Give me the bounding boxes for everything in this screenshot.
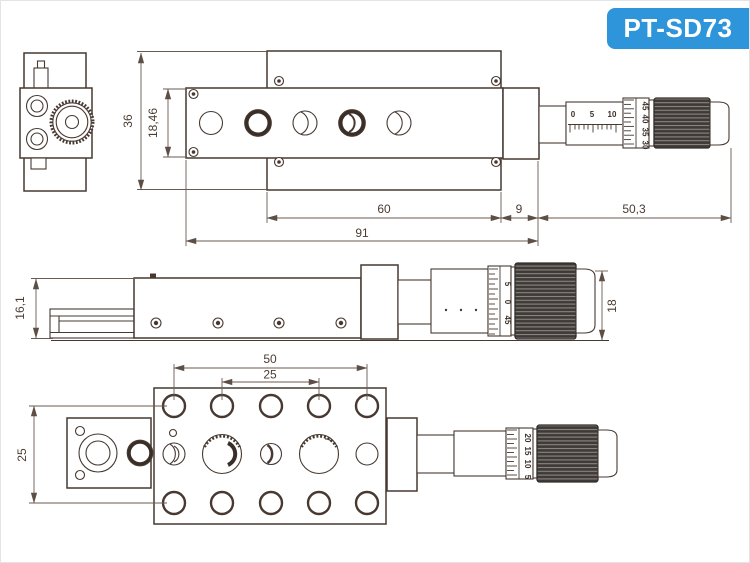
side-view-dimensions: 16,1 18 [13,270,619,341]
end-view-knob-icon [49,99,95,145]
side-view-body [133,277,362,339]
thimble-number: 0 [503,300,512,305]
thimble-number: 20 [523,434,532,443]
top-view-knurled-knob [653,97,711,149]
dim-base-height: 36 [121,114,135,128]
bottom-view-knurled-knob [536,424,599,483]
bottom-view-side-plate [66,417,152,489]
dim-platform-width: 18,46 [146,108,160,138]
thimble-number: 5 [503,282,512,287]
side-view-micrometer-mount [360,264,399,340]
bottom-view-spindle [416,434,455,474]
dim-stage-height: 16,1 [13,296,27,320]
dim-mount-offset: 9 [516,202,523,216]
dim-hole-span-inner: 25 [263,368,277,382]
thimble-number: 10 [523,460,532,469]
thimble-number: 40 [641,115,650,124]
top-view-spindle [538,105,567,144]
side-view-screws [150,317,347,329]
bottom-view-micrometer-mount [386,417,418,492]
thimble-number: 5 [523,475,532,480]
thimble-number: 45 [641,102,650,111]
dim-stage-length: 91 [355,226,369,240]
bottom-view: 20 15 10 5 50 25 25 [15,352,618,525]
thimble-number: 45 [503,316,512,325]
top-view-end-cap [709,101,730,146]
end-view-boss [33,67,49,90]
end-view-holes [25,94,49,151]
side-view-sleeve [430,268,489,334]
side-view-pin [150,273,156,278]
dim-knob-diameter: 18 [605,299,619,313]
sleeve-number: 0 [571,110,576,119]
bottom-view-base-plate [153,387,387,525]
sleeve-number: 10 [608,110,617,119]
bottom-view-center-features [162,428,379,475]
top-view-holes [198,109,412,137]
side-view-spindle [397,279,432,325]
bottom-view-sleeve [453,430,507,477]
thimble-number: 30 [641,141,650,150]
bottom-view-end-cap [597,429,618,478]
end-view [19,52,95,192]
dim-micrometer-length: 50,3 [622,202,646,216]
side-view-end-cap [575,268,596,334]
side-view-thimble-scale: 5 0 45 [489,266,512,336]
top-view: 0 5 10 45 40 35 30 36 [121,50,732,246]
product-badge: PT-SD73 [607,8,749,49]
side-view-rail [49,308,135,339]
end-view-notch [30,157,47,170]
dim-hole-row-spacing: 25 [15,448,29,462]
thimble-number: 35 [641,128,650,137]
side-view-sleeve-marks [444,308,478,312]
top-view-platform [185,87,504,159]
top-view-screws [188,75,502,168]
bottom-view-dimensions: 50 25 25 [15,352,368,504]
top-view-thimble-scale: 45 40 35 30 [624,98,650,150]
side-view: 5 0 45 16,1 18 [13,262,619,342]
top-view-sleeve [565,101,624,146]
bottom-view-thimble-scale: 20 15 10 5 [507,428,532,480]
top-view-sleeve-scale: 0 5 10 [568,110,622,133]
top-view-micrometer-mount [502,87,540,160]
sleeve-number: 5 [590,110,595,119]
dim-hole-span-outer: 50 [263,352,277,366]
top-view-dimensions: 36 18,46 60 9 50,3 91 [121,51,732,246]
side-view-knurled-knob [514,262,577,340]
thimble-number: 15 [523,447,532,456]
dim-body-length: 60 [377,202,391,216]
